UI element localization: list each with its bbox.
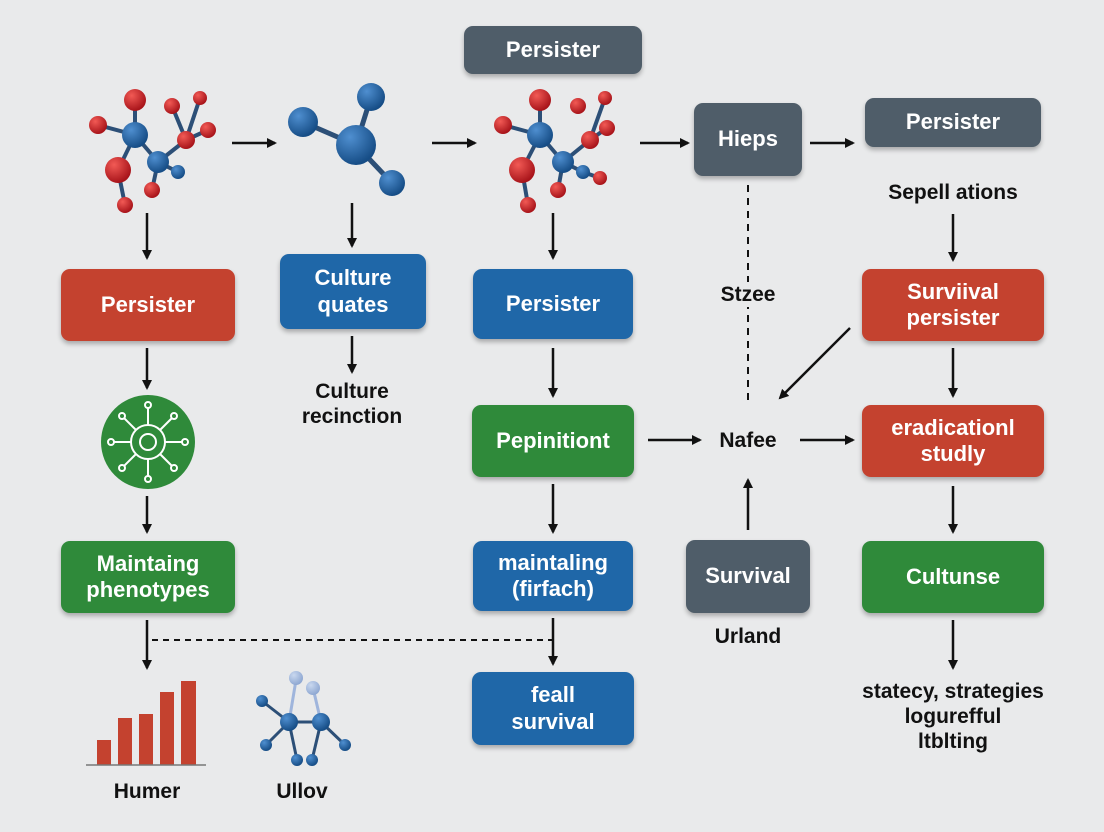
molecule-2-icon xyxy=(288,83,405,196)
bar-chart-icon xyxy=(86,681,206,766)
box-survival: Survival xyxy=(686,540,810,613)
box-persister-red: Persister xyxy=(61,269,235,341)
cell-network-icon xyxy=(101,395,195,489)
label-culture-recinction: Culture recinction xyxy=(301,380,403,429)
molecule-3-icon xyxy=(494,89,615,213)
box-culture-quates: Culture quates xyxy=(280,254,426,329)
label-statecy-strategies: statecy, strategies logurefful ltblting xyxy=(862,680,1044,754)
molecule-1-icon xyxy=(89,89,216,213)
box-survival-persister: Surviival persister xyxy=(862,269,1044,341)
box-persister-blue: Persister xyxy=(473,269,633,339)
network-icon xyxy=(256,671,351,766)
box-persister-top-center: Persister xyxy=(464,26,642,74)
box-hieps: Hieps xyxy=(694,103,802,176)
label-nafee: Nafee xyxy=(719,429,777,452)
box-feall-survival: feall survival xyxy=(472,672,634,745)
label-ullov: Ullov xyxy=(276,780,328,803)
label-sepell-ations: Sepell ations xyxy=(888,181,1018,204)
label-urland: Urland xyxy=(714,625,782,648)
box-maintaining-phenotypes: Maintaing phenotypes xyxy=(61,541,235,613)
box-pepinitiont: Pepinitiont xyxy=(472,405,634,477)
label-stzee: Stzee xyxy=(698,282,798,308)
box-cultunse: Cultunse xyxy=(862,541,1044,613)
arrow-survival-persister-nafee xyxy=(778,327,851,400)
box-persister-top-right: Persister xyxy=(865,98,1041,147)
label-humer: Humer xyxy=(113,780,181,803)
box-eradication-studly: eradicationl studly xyxy=(862,405,1044,477)
box-maintaling-firfach: maintaling (firfach) xyxy=(473,541,633,611)
